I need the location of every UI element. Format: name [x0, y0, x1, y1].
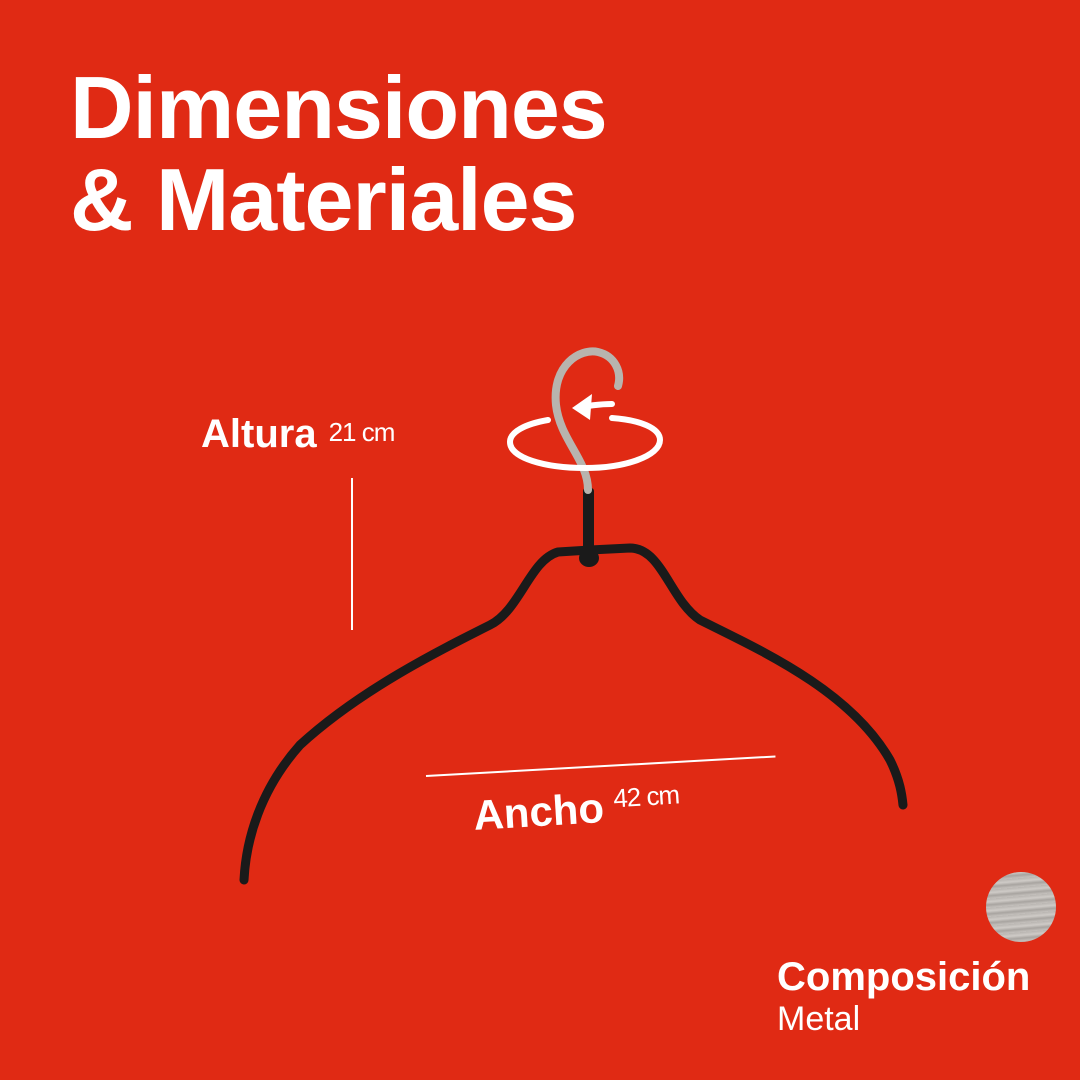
title-line-1: Dimensiones	[70, 58, 608, 157]
height-label-name: Altura	[201, 412, 317, 456]
rotate-arrow-icon	[506, 394, 664, 472]
width-label-value: 42 cm	[612, 779, 680, 814]
composition-value: Metal	[777, 1000, 861, 1038]
height-indicator-line	[351, 478, 353, 630]
metal-swatch-icon	[986, 872, 1056, 942]
width-label-name: Ancho	[472, 784, 606, 839]
title-line-2: & Materiales	[70, 150, 577, 249]
composition-label: Composición	[777, 955, 1031, 999]
height-label-value: 21 cm	[328, 417, 396, 447]
height-label: Altura 21 cm	[201, 412, 396, 457]
composition-block: Composición Metal	[777, 954, 1030, 1038]
page-title: Dimensiones & Materiales	[70, 58, 608, 249]
